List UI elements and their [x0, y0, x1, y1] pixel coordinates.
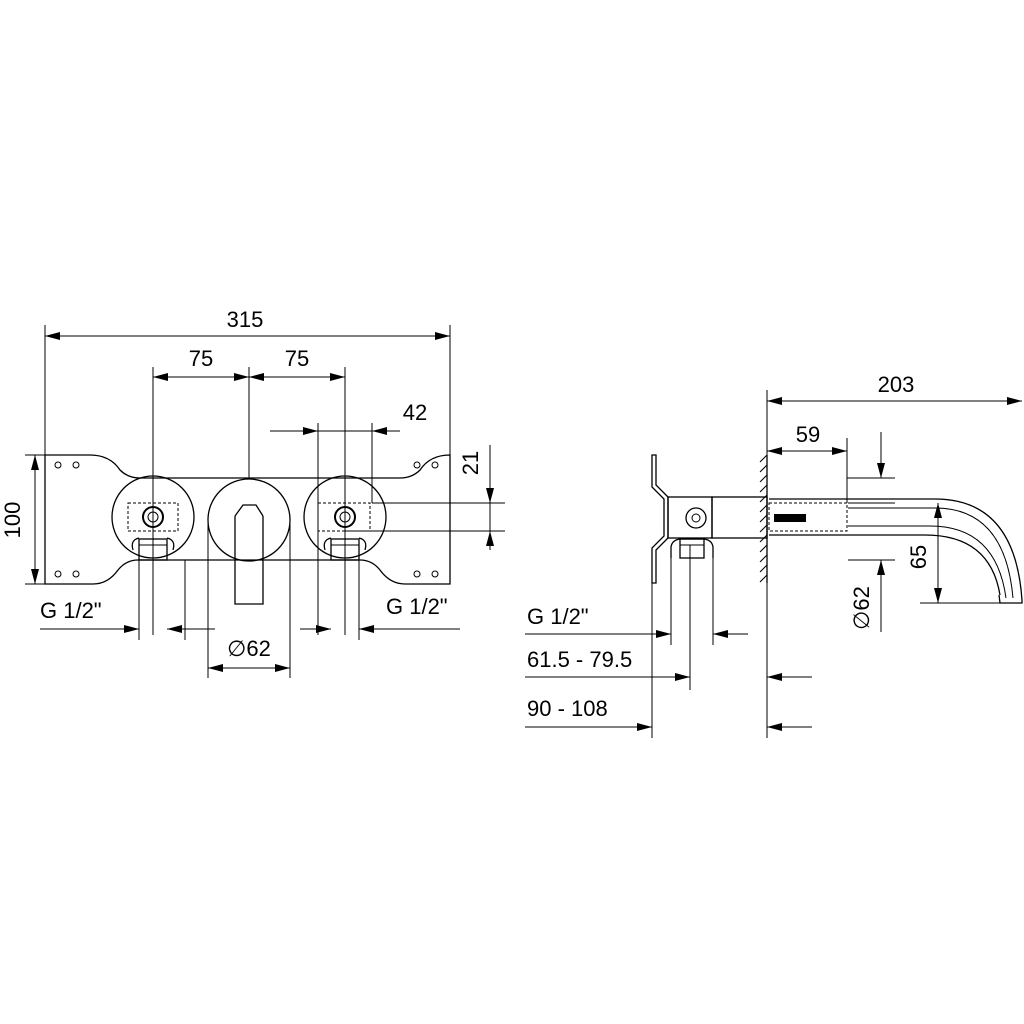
- thread-left-label: G 1/2": [40, 598, 102, 623]
- dim-offset-right: 42: [403, 400, 427, 425]
- side-valve-body: [667, 496, 768, 559]
- dim-vertical-offset: 21: [458, 451, 483, 475]
- dim-diameter-front: ∅62: [227, 636, 271, 661]
- side-spout: [768, 498, 1023, 604]
- dim-overall-width: 315: [227, 307, 264, 332]
- side-arrowheads: [637, 397, 1022, 731]
- plate-holes: [54, 461, 439, 578]
- thread-right-label: G 1/2": [386, 594, 448, 619]
- front-arrowheads: [31, 332, 494, 672]
- wall-section: [759, 454, 768, 583]
- thread-side-label: G 1/2": [527, 604, 589, 629]
- dim-spacing-right: 75: [285, 346, 309, 371]
- mounting-plate: [44, 454, 451, 585]
- side-bracket: [651, 454, 669, 584]
- extension-lines: [25, 325, 505, 678]
- dim-range-short: 61.5 - 79.5: [527, 647, 632, 672]
- dim-diameter-side: ∅62: [849, 586, 874, 630]
- dim-range-long: 90 - 108: [527, 696, 608, 721]
- dim-drop: 65: [906, 545, 931, 569]
- spout-front: [207, 478, 291, 605]
- front-view: 315 75 75 42 100 21 G 1/2" G 1/2" ∅62: [0, 307, 505, 678]
- dim-spacing-left: 75: [189, 346, 213, 371]
- side-extension-lines: [651, 390, 1000, 738]
- dim-height: 100: [0, 502, 25, 539]
- dim-projection: 203: [878, 372, 915, 397]
- side-view: 203 59 65 ∅62 G 1/2" 61.5 - 79.5 90 - 10…: [525, 372, 1023, 738]
- dim-depth: 59: [796, 422, 820, 447]
